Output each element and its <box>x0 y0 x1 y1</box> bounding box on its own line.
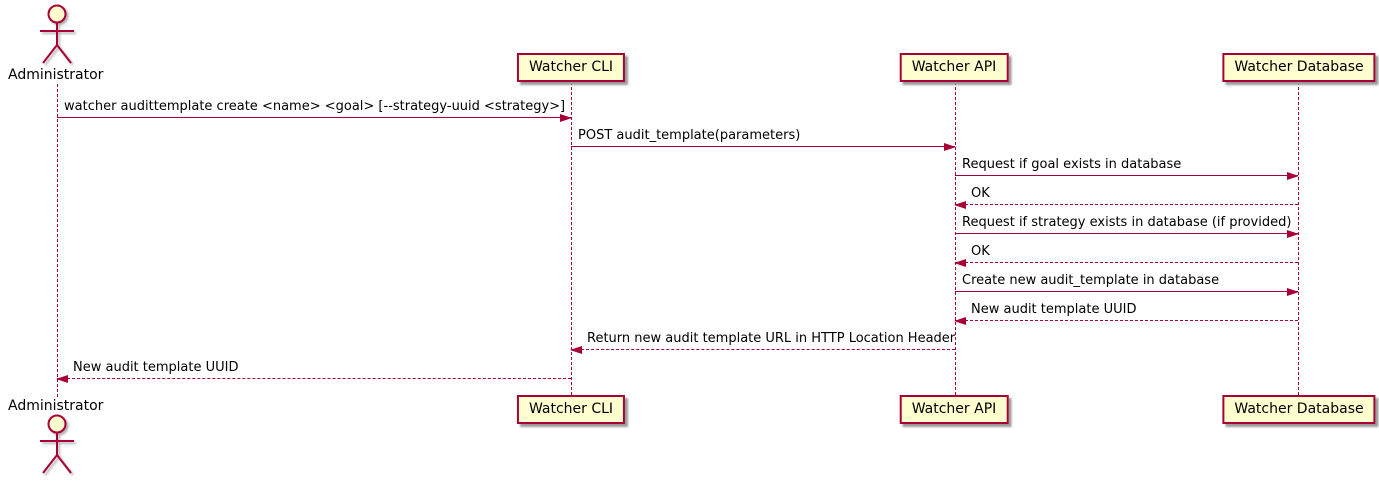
actor-icon <box>40 414 74 474</box>
lifeline-watcher-api <box>955 82 956 395</box>
message-arrow <box>954 259 1298 267</box>
message-return-url-location-header: Return new audit template URL in HTTP Lo… <box>570 331 956 354</box>
message-new-uuid-from-db: New audit template UUID <box>954 302 1298 325</box>
arrowhead-left-icon <box>954 317 966 325</box>
lifeline-watcher-cli <box>571 82 572 395</box>
arrowhead-right-icon <box>1287 230 1299 238</box>
arrowhead-left-icon <box>954 201 966 209</box>
arrowhead-left-icon <box>570 346 582 354</box>
message-label: Request if goal exists in database <box>962 157 1182 172</box>
message-label: New audit template UUID <box>73 360 239 375</box>
message-arrow <box>57 114 572 122</box>
lifeline-watcher-database <box>1298 82 1299 395</box>
message-arrow <box>954 201 1298 209</box>
message-arrow <box>571 143 956 151</box>
message-arrow <box>954 317 1298 325</box>
message-arrow <box>56 375 571 383</box>
message-label: POST audit_template(parameters) <box>578 128 801 143</box>
message-create-audittemplate: watcher audittemplate create <name> <goa… <box>57 99 572 122</box>
message-label: Request if strategy exists in database (… <box>962 215 1292 230</box>
lifeline-administrator <box>57 84 58 397</box>
message-label: New audit template UUID <box>971 302 1137 317</box>
actor-icon <box>40 4 74 64</box>
message-request-strategy-exists: Request if strategy exists in database (… <box>955 215 1299 238</box>
message-label: watcher audittemplate create <name> <goa… <box>64 99 566 114</box>
message-ok-strategy: OK <box>954 244 1298 267</box>
message-arrow <box>570 346 955 354</box>
arrowhead-left-icon <box>954 259 966 267</box>
arrowhead-right-icon <box>560 114 572 122</box>
message-label: Create new audit_template in database <box>962 273 1220 288</box>
message-request-goal-exists: Request if goal exists in database <box>955 157 1299 180</box>
message-ok-goal: OK <box>954 186 1298 209</box>
participant-watcher-cli-top: Watcher CLI <box>516 53 626 82</box>
message-arrow <box>955 230 1299 238</box>
message-label: OK <box>971 186 990 201</box>
message-new-uuid-to-admin: New audit template UUID <box>56 360 571 383</box>
message-label: OK <box>971 244 990 259</box>
message-create-audit-template-db: Create new audit_template in database <box>955 273 1299 296</box>
arrowhead-left-icon <box>56 375 68 383</box>
participant-watcher-cli-bottom: Watcher CLI <box>516 395 626 424</box>
message-post-audit-template: POST audit_template(parameters) <box>571 128 956 151</box>
participant-watcher-database-top: Watcher Database <box>1222 53 1376 82</box>
message-label: Return new audit template URL in HTTP Lo… <box>587 331 956 346</box>
message-arrow <box>955 172 1299 180</box>
participant-watcher-database-bottom: Watcher Database <box>1222 395 1376 424</box>
arrowhead-right-icon <box>1287 172 1299 180</box>
arrowhead-right-icon <box>944 143 956 151</box>
participant-watcher-api-bottom: Watcher API <box>899 395 1009 424</box>
arrowhead-right-icon <box>1287 288 1299 296</box>
participant-watcher-api-top: Watcher API <box>899 53 1009 82</box>
message-arrow <box>955 288 1299 296</box>
actor-label-bottom: Administrator <box>8 398 104 414</box>
actor-label-top: Administrator <box>8 67 104 83</box>
